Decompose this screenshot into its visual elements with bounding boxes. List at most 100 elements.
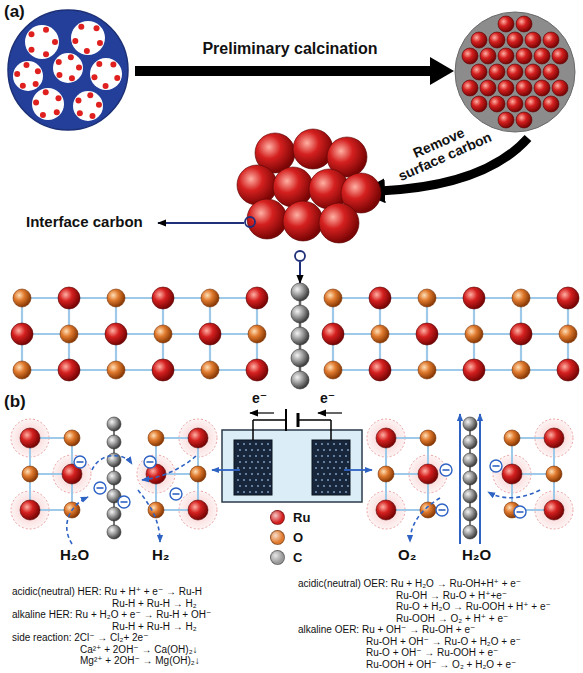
electrode-texture [249, 491, 251, 493]
ru-particle [54, 109, 60, 115]
electron-minus [97, 487, 104, 489]
ru-particle [76, 64, 82, 70]
ru-atom [463, 359, 485, 381]
electrode-texture [237, 491, 239, 493]
electrode-texture [269, 485, 271, 487]
electrode-texture [267, 467, 269, 469]
ru-atom [498, 16, 514, 32]
electron-ring [436, 504, 448, 516]
callout-ring [245, 217, 255, 227]
o-atom [512, 289, 530, 307]
electrode-texture [315, 491, 317, 493]
reaction-equation: acidic(neutral) HER: Ru + H⁺ + e⁻ → Ru-H [12, 586, 202, 598]
electrode-texture [257, 449, 259, 451]
ru-atom [273, 167, 313, 207]
electrode-texture [347, 449, 349, 451]
ru-atom [516, 80, 532, 96]
pore [90, 58, 122, 90]
o-atom [13, 289, 31, 307]
electron-ring [118, 496, 130, 508]
ru-particle [110, 62, 116, 68]
electrode-texture [333, 491, 335, 493]
electron-symbol [94, 482, 106, 494]
ru-particle [33, 100, 39, 106]
electron-minus [443, 469, 450, 471]
electron-flow-arrow [318, 412, 342, 413]
electrode-texture [335, 449, 337, 451]
electrode-texture [243, 491, 245, 493]
electrode-texture [269, 473, 271, 475]
electrode-texture [327, 443, 329, 445]
flow-arrow [459, 414, 461, 544]
ru-particle [52, 39, 58, 45]
electron-minus [173, 493, 180, 495]
electrode-texture [257, 473, 259, 475]
o-atom [418, 361, 436, 379]
electrode-texture [345, 455, 347, 457]
electron-symbol [436, 504, 448, 516]
ru-atom [557, 287, 579, 309]
electrode-texture [257, 485, 259, 487]
reaction-equation: Mg²⁺ + 2OH⁻ → Mg(OH)₂↓ [80, 655, 200, 667]
ru-atom [58, 359, 80, 381]
electrode-texture [261, 455, 263, 457]
ruo2-lattice [322, 287, 579, 381]
ru-atom [510, 323, 532, 345]
electrode-texture [317, 449, 319, 451]
electrode-texture [323, 485, 325, 487]
legend-text: O [293, 530, 303, 545]
electrode-texture [245, 473, 247, 475]
reaction-equation: Ru-OH + OH⁻ → Ru-O + H₂O + e⁻ [366, 636, 521, 648]
ru-particle [28, 47, 34, 53]
electrode-texture [329, 473, 331, 475]
electron-ring [514, 506, 526, 518]
electrode-texture [261, 443, 263, 445]
ru-atom [376, 428, 396, 448]
electron-minus [147, 461, 154, 463]
electrode-texture [239, 473, 241, 475]
electrode-texture [323, 473, 325, 475]
battery-plate [285, 409, 287, 431]
carbon-chain [107, 417, 121, 539]
ru-particle [96, 102, 102, 108]
electrode-texture [237, 467, 239, 469]
ru-atom [237, 165, 277, 205]
electrode-texture [327, 479, 329, 481]
panel-a-art [8, 10, 579, 389]
electron-label: e⁻ [320, 390, 335, 406]
process-arrow-head [430, 57, 454, 85]
ru-atom [20, 500, 40, 520]
ruo2-lattice [367, 417, 573, 539]
pointer-arrow [344, 469, 372, 471]
ru-particle [75, 98, 81, 104]
ru-atom [105, 323, 127, 345]
electrode-texture [341, 485, 343, 487]
c-atom [107, 435, 121, 449]
wire [252, 420, 254, 440]
electrode-texture [315, 455, 317, 457]
electrode-texture [255, 491, 257, 493]
ru-particle [56, 59, 62, 65]
electrode-texture [333, 479, 335, 481]
o-atom [420, 430, 436, 446]
electrode-texture [243, 479, 245, 481]
pore [53, 53, 83, 83]
electrode-texture [323, 461, 325, 463]
electrode-texture [329, 449, 331, 451]
electron-minus [439, 509, 446, 511]
electrode-texture [317, 485, 319, 487]
electrode [234, 440, 272, 495]
panel-letter: (a) [4, 2, 25, 22]
electrode-texture [251, 449, 253, 451]
ru-atom [463, 287, 485, 309]
electrode-texture [339, 443, 341, 445]
electrode-texture [251, 485, 253, 487]
electrode-texture [239, 485, 241, 487]
c-atom [107, 417, 121, 431]
flow-arrow [488, 490, 540, 498]
ru-atom [322, 323, 344, 345]
electrode-texture [263, 461, 265, 463]
ru-atom [369, 359, 391, 381]
electrode-texture [317, 461, 319, 463]
